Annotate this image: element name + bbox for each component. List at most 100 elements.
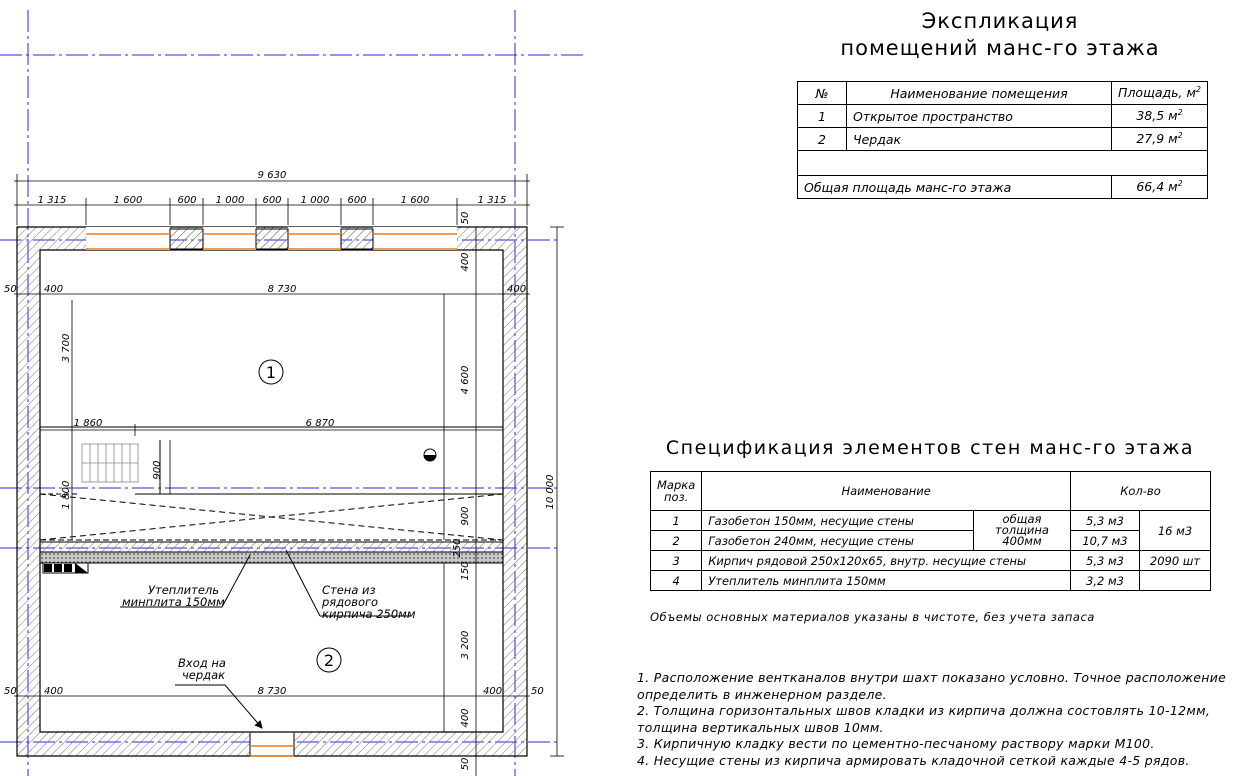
dim-vertical-150: 150 [460, 561, 471, 580]
table-header-row: № Наименование помещения Площадь, м2 [797, 81, 1208, 105]
room-2-number: 2 [324, 651, 334, 670]
row-area: 27,9 м2 [1111, 127, 1208, 151]
header-area: Площадь, м2 [1111, 81, 1208, 105]
note-item: 2. Толщина горизонтальных швов кладки из… [637, 703, 1215, 735]
dim-right-50-bottom: 50 [531, 686, 544, 697]
dim-width-8730-bottom: 8 730 [258, 686, 287, 697]
row-mark: 2 [649, 530, 703, 551]
dim-top-3: 600 [177, 195, 196, 206]
door-opening [249, 733, 295, 757]
row-qty: 5,3 м3 [1070, 510, 1140, 531]
floor-plan: 1 2 9 630 1 315 1 600 600 1 000 600 1 00… [0, 10, 585, 776]
table-header-row: Марка поз. Наименование Кол-во [649, 471, 1211, 511]
table-row: 4 Утеплитель минплита 150мм 3,2 м3 [649, 570, 1211, 591]
dim-vertical-10000: 10 000 [545, 475, 556, 510]
thickness-note: общая толщина 400мм [973, 510, 1071, 551]
dim-top-7: 600 [347, 195, 366, 206]
row-mark: 4 [649, 570, 703, 591]
dim-vertical-900: 900 [460, 506, 471, 525]
table-row: 2 Чердак 27,9 м2 [797, 127, 1208, 151]
dim-right-400-bottom: 400 [483, 686, 502, 697]
dim-width-8730-top: 8 730 [268, 284, 297, 295]
header-num: № [797, 81, 847, 105]
general-notes: 1. Расположение вентканалов внутри шахт … [637, 670, 1232, 769]
label-wall-line2: рядового [321, 595, 378, 609]
total-area: 66,4 м2 [1111, 175, 1208, 199]
specification-note: Объемы основных материалов указаны в чис… [650, 610, 1095, 624]
dimension-lines [14, 174, 564, 776]
row-total: 2090 шт [1139, 550, 1211, 571]
dim-vertical-400-bottom-right: 400 [460, 708, 471, 727]
dim-vertical-4600: 4 600 [460, 366, 471, 395]
total-label: Общая площадь манс-го этажа [796, 175, 1113, 199]
specification-title: Спецификация элементов стен манс-го этаж… [665, 437, 1195, 459]
table-row-empty [797, 150, 1208, 176]
room-markers [258, 359, 342, 673]
group-total: 16 м3 [1139, 510, 1211, 551]
header-mark: Марка поз. [649, 471, 703, 511]
note-item: 1. Расположение вентканалов внутри шахт … [637, 670, 1231, 702]
table-total-row: Общая площадь манс-го этажа 66,4 м2 [796, 175, 1208, 199]
row-mark: 3 [649, 550, 703, 571]
explication-title-line2: помещений манс-го этажа [840, 36, 1160, 60]
note-item: 4. Несущие стены из кирпича армировать к… [637, 752, 1190, 768]
dim-top-4: 1 000 [216, 195, 245, 206]
row-name: Газобетон 240мм, несущие стены [701, 530, 974, 551]
label-entry-line2: чердак [182, 668, 225, 682]
explication-table: № Наименование помещения Площадь, м2 1 О… [796, 81, 1208, 199]
dim-vertical-3700: 3 700 [61, 334, 72, 363]
row-qty: 3,2 м3 [1070, 570, 1140, 591]
row-name: Утеплитель минплита 150мм [701, 570, 1071, 591]
label-insulation-line1: Утеплитель [148, 583, 219, 597]
header-name: Наименование помещения [845, 81, 1113, 105]
header-qty: Кол-во [1070, 471, 1211, 511]
interior-lines [39, 426, 504, 541]
dim-vertical-900-stair: 900 [152, 460, 163, 479]
dim-vertical-1800: 1 800 [61, 481, 72, 510]
dim-left-50-bottom: 50 [4, 686, 17, 697]
row-qty: 5,3 м3 [1070, 550, 1140, 571]
dim-vertical-400-top-right: 400 [460, 252, 471, 271]
dim-right-400-top: 400 [507, 284, 526, 295]
table-row: 2 Газобетон 240мм, несущие стены 10,7 м3 [649, 530, 1211, 551]
outer-walls [16, 226, 528, 757]
row-name: Газобетон 150мм, несущие стены [701, 510, 974, 531]
table-row: 3 Кирпич рядовой 250х120х65, внутр. несу… [649, 550, 1211, 571]
header-name: Наименование [701, 471, 1071, 511]
row-name: Чердак [845, 127, 1113, 151]
label-wall-line1: Стена из [322, 583, 376, 597]
stairs [81, 443, 139, 483]
explication-title: Экспликация помещений манс-го этажа [800, 8, 1200, 62]
room-1-number: 1 [266, 363, 276, 382]
explication-title-line1: Экспликация [921, 9, 1079, 33]
vent-symbol-icon [423, 448, 437, 462]
dim-top-8: 1 600 [401, 195, 430, 206]
dim-vertical-250: 250 [452, 538, 463, 557]
dim-top-6: 1 000 [301, 195, 330, 206]
label-entry-line1: Вход на [178, 656, 226, 670]
row-qty: 10,7 м3 [1070, 530, 1140, 551]
dim-left-50-top: 50 [4, 284, 17, 295]
row-name: Кирпич рядовой 250х120х65, внутр. несущи… [701, 550, 1071, 571]
row-name: Открытое пространство [845, 104, 1113, 128]
table-row: 1 Газобетон 150мм, несущие стены общая т… [649, 510, 1211, 551]
row-num: 2 [797, 127, 847, 151]
windows-top [86, 227, 457, 250]
note-item: 3. Кирпичную кладку вести по цементно-пе… [637, 736, 1155, 751]
dim-top-1: 1 315 [38, 195, 67, 206]
brick-wall [39, 541, 504, 574]
dim-top-2: 1 600 [114, 195, 143, 206]
leader-lines [120, 549, 410, 729]
table-row: 1 Открытое пространство 38,5 м2 [797, 104, 1208, 128]
row-num: 1 [797, 104, 847, 128]
dim-left-400-top: 400 [44, 284, 63, 295]
dim-vertical-50-top-right: 50 [460, 212, 471, 225]
row-area: 38,5 м2 [1111, 104, 1208, 128]
axis-lines [0, 10, 585, 776]
label-insulation-line2: минплита 150мм [122, 595, 225, 609]
specification-table: Марка поз. Наименование Кол-во 1 Газобет… [649, 471, 1211, 591]
row-mark: 1 [649, 510, 703, 531]
dim-top-5: 600 [262, 195, 281, 206]
dim-left-400-bottom: 400 [44, 686, 63, 697]
dim-total-width: 9 630 [258, 170, 287, 181]
